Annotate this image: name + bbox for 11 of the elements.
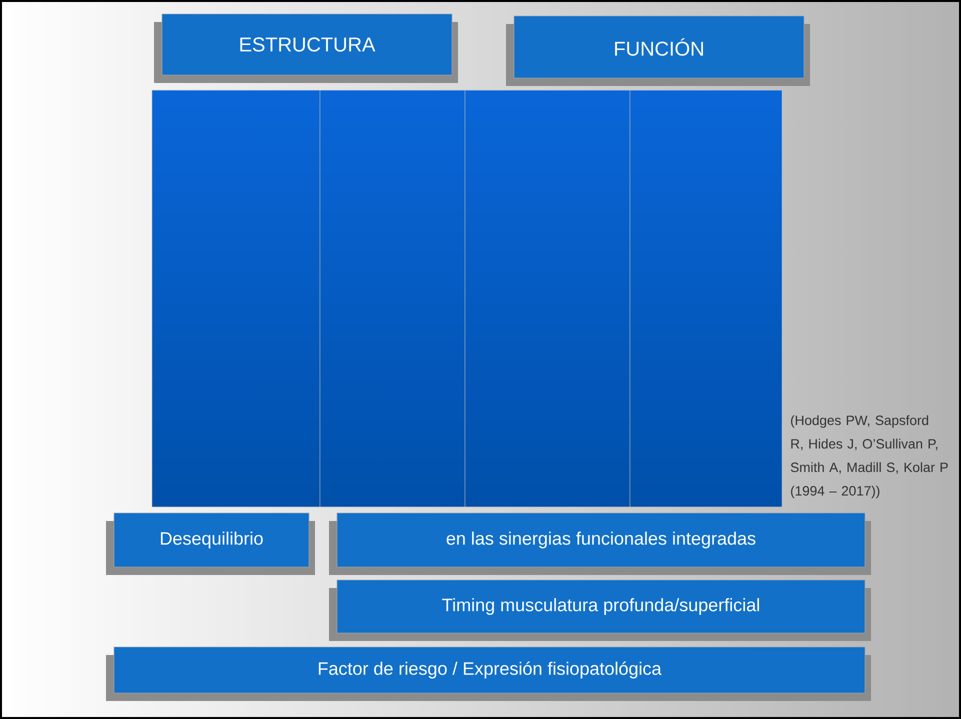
text-box: en las sinergias funcionales integradas [329,512,871,575]
text-box: ESTRUCTURA [154,14,458,83]
column-panel [320,90,466,508]
column-panel [630,90,782,508]
text-box: Factor de riesgo / Expresión fisiopatológica [106,646,871,701]
citation: (Hodges PW, Sapsford R, Hides J, O’Sullivan P, Smith A, Madill S, Kolar P (1994 – 2017)) [790,415,948,498]
column-panel [152,90,320,508]
text-box: Timing musculatura profunda/superficial [329,580,871,641]
text-box: Desequilibrio [106,512,315,575]
column-panel [464,90,630,508]
text-box: FUNCIÓN [506,16,810,86]
